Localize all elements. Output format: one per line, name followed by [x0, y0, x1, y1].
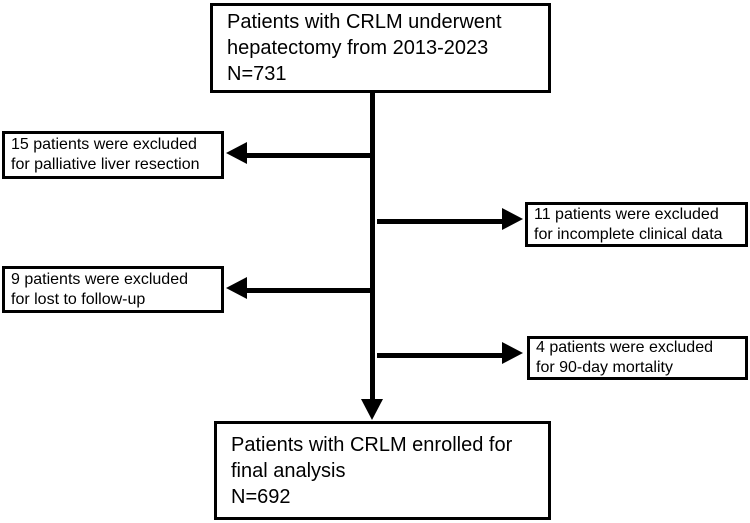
exclusion-palliative-line-1: 15 patients were excluded — [11, 136, 197, 153]
box-bottom-line-1: Patients with CRLM enrolled for — [231, 433, 513, 456]
arrow-shaft-to-incomplete-data-exclusion — [377, 219, 502, 224]
box-exclusion-90-day-mortality: 4 patients were excluded for 90-day mort… — [527, 336, 748, 380]
arrowhead-right-to-incomplete-data-exclusion — [502, 208, 523, 230]
arrowhead-left-to-palliative-exclusion — [226, 142, 247, 164]
box-patients-enrolled-final-analysis: Patients with CRLM enrolled for final an… — [214, 421, 551, 520]
exclusion-incomplete-data-line-1: 11 patients were excluded — [534, 205, 719, 223]
trunk-vertical-connector — [370, 92, 375, 403]
box-top-line-3-count: N=731 — [227, 63, 287, 85]
box-bottom-line-2: final analysis — [231, 459, 346, 482]
box-exclusion-incomplete-clinical-data: 11 patients were excluded for incomplete… — [525, 202, 748, 247]
arrow-shaft-to-mortality-exclusion — [377, 353, 502, 358]
exclusion-mortality-line-2: for 90-day mortality — [536, 359, 673, 376]
exclusion-mortality-line-1: 4 patients were excluded — [536, 339, 713, 356]
exclusion-palliative-line-2: for palliative liver resection — [11, 156, 200, 173]
arrowhead-right-to-mortality-exclusion — [502, 342, 523, 364]
arrowhead-left-to-lost-followup-exclusion — [226, 277, 247, 299]
arrow-shaft-to-lost-followup-exclusion — [247, 288, 372, 293]
box-top-line-1: Patients with CRLM underwent — [227, 11, 502, 33]
arrowhead-down-to-final-box — [361, 399, 383, 420]
exclusion-lost-followup-line-2: for lost to follow-up — [11, 290, 146, 308]
exclusion-incomplete-data-line-2: for incomplete clinical data — [534, 225, 723, 243]
box-exclusion-palliative-liver-resection: 15 patients were excluded for palliative… — [2, 131, 224, 179]
box-exclusion-lost-to-follow-up: 9 patients were excluded for lost to fol… — [2, 266, 224, 313]
box-patients-underwent-hepatectomy: Patients with CRLM underwent hepatectomy… — [210, 3, 551, 93]
exclusion-lost-followup-line-1: 9 patients were excluded — [11, 270, 188, 288]
box-bottom-line-3-count: N=692 — [231, 485, 291, 508]
box-top-line-2: hepatectomy from 2013-2023 — [227, 37, 489, 59]
arrow-shaft-to-palliative-exclusion — [247, 153, 372, 158]
